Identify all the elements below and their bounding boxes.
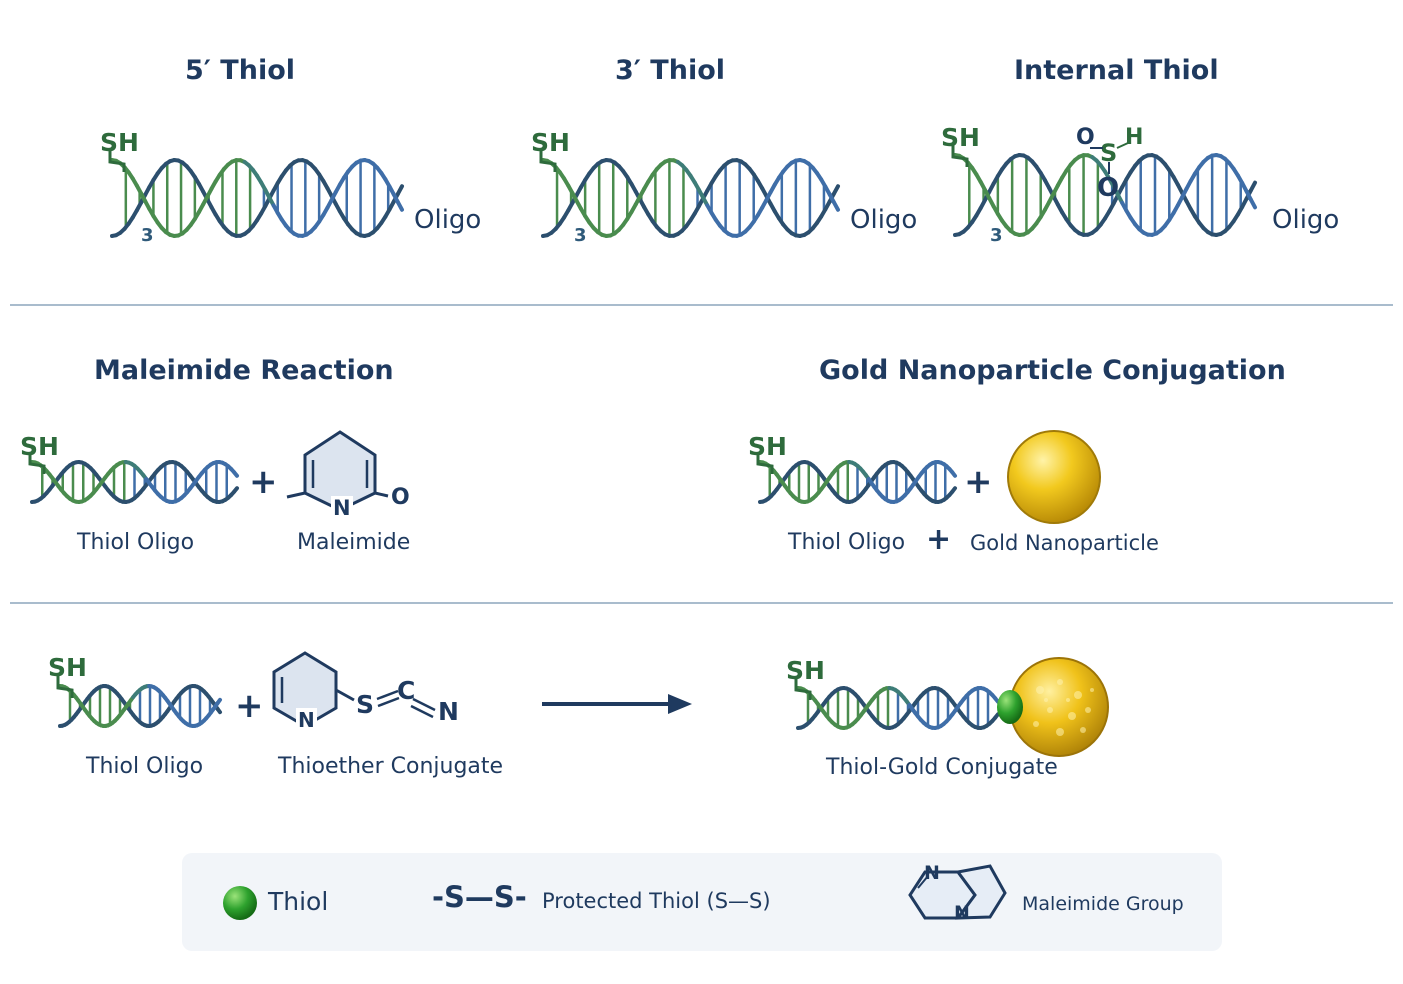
nitrogen-label: N (438, 697, 459, 726)
thiol-gold-conjugate-label: Thiol-Gold Conjugate (826, 755, 1058, 780)
sh-label: SH (531, 128, 570, 157)
strand-front (831, 200, 840, 212)
section-divider (10, 304, 1393, 306)
thiol-linker (28, 452, 46, 474)
oligo-label: Oligo (1272, 205, 1340, 235)
three-prime-label: 3 (574, 225, 587, 246)
strand-back (232, 486, 239, 494)
sh-label: SH (20, 432, 59, 461)
plus-sign: + (964, 462, 993, 502)
oligo-label: Oligo (414, 205, 482, 235)
gold-conjugation-title: Gold Nanoparticle Conjugation (819, 355, 1286, 386)
oligo-label: Oligo (850, 205, 918, 235)
strand-back (831, 184, 840, 196)
plus-sign: + (235, 686, 264, 726)
sulfur-label: S (356, 690, 375, 719)
legend-thiol-label: Thiol (268, 887, 329, 916)
legend-maleimide-group-label: Maleimide Group (1022, 893, 1184, 915)
panel-title-3-thiol: 3′ Thiol (615, 55, 726, 86)
strand-back (1248, 180, 1257, 193)
maleimide-label: Maleimide (297, 530, 411, 555)
plus-sign: + (249, 462, 278, 502)
sh-label: SH (748, 432, 787, 461)
section-divider (10, 602, 1393, 604)
strand-front (993, 696, 1000, 704)
thiol-linker (951, 145, 969, 167)
hydrogen-label: H (1125, 125, 1144, 150)
sh-label: SH (48, 653, 87, 682)
gold-nanoparticle-label: Gold Nanoparticle (970, 531, 1159, 555)
panel-title-internal-thiol: Internal Thiol (1014, 55, 1219, 86)
strand-back (395, 184, 404, 196)
ring-oxygen-label: O (391, 485, 410, 510)
maleimide-reaction-title: Maleimide Reaction (94, 355, 394, 386)
internal-thiol-group: O S H O (1070, 125, 1150, 205)
panel-title-5-thiol: 5′ Thiol (185, 55, 296, 86)
sh-label: SH (100, 128, 139, 157)
strand-back (993, 712, 1000, 720)
strand-back (215, 707, 222, 715)
strand-front (1248, 197, 1257, 210)
thiol-linker (56, 676, 74, 698)
maleimide-icon-nitrogen: N (924, 862, 940, 884)
sulfur-label: S (1100, 139, 1118, 167)
carbon-label: C (397, 676, 416, 705)
plus-sign: + (926, 522, 952, 557)
thiol-oligo-label: Thiol Oligo (86, 754, 204, 779)
strand-back (950, 486, 957, 494)
ring-nitrogen-label: N (331, 496, 353, 520)
thiol-oligo-label: Thiol Oligo (77, 530, 195, 555)
maleimide-icon-nitrogen: N (954, 902, 970, 924)
oxygen-label: O (1076, 125, 1095, 150)
legend (182, 853, 1222, 951)
thioether-conjugate-label: Thioether Conjugate (278, 754, 504, 779)
thiol-linker (756, 452, 774, 474)
legend-protected-thiol-label: Protected Thiol (S—S) (542, 889, 771, 913)
ring-nitrogen-label: N (296, 708, 317, 732)
disulfide-symbol: -S—S- (432, 880, 527, 914)
three-prime-label: 3 (141, 225, 154, 246)
sh-label: SH (941, 123, 980, 152)
strand-front (950, 470, 957, 478)
thiol-linker (108, 150, 126, 172)
ring-oxygen-label: O (1097, 173, 1120, 203)
thiol-linker (539, 150, 557, 172)
strand-front (395, 200, 404, 212)
sh-label: SH (786, 656, 825, 685)
thiol-linker (794, 678, 812, 700)
strand-front (232, 470, 239, 478)
thiol-oligo-label: Thiol Oligo (788, 530, 906, 555)
strand-front (215, 697, 222, 705)
three-prime-label: 3 (990, 225, 1003, 246)
